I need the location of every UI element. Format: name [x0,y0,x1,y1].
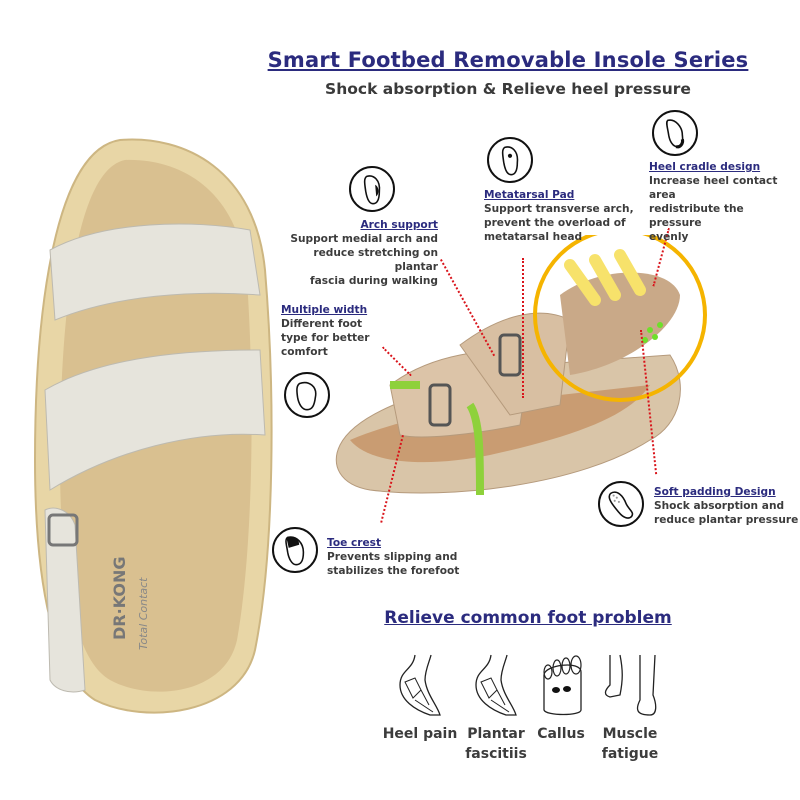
feature-title: Toe crest [327,537,382,549]
feature-desc: Support medial arch and reduce stretchin… [290,233,438,287]
feature-arch-support: Arch support Support medial arch and red… [270,218,438,288]
feature-title: Soft padding Design [654,486,776,498]
legs-icon [604,654,657,716]
problem-label: Heel pain [382,726,458,742]
feature-desc: Support transverse arch, prevent the ove… [484,203,634,243]
page-title: Smart Footbed Removable Insole Series [267,48,749,72]
feature-soft-padding: Soft padding Design Shock absorption and… [654,485,800,527]
feature-title: Heel cradle design [649,161,761,173]
toe-foot-icon [272,527,318,573]
metatarsal-leader-line [522,258,524,398]
callus-foot-icon [543,655,582,716]
problem-muscle-fatigue: Muscle fatigue [590,650,670,764]
brand-logo: DR·KONG [110,557,129,640]
feature-title: Multiple width [281,304,368,316]
svg-text:Total Contact: Total Contact [137,577,150,650]
feature-desc: Increase heel contact area redistribute … [649,175,778,243]
problem-label: Muscle fatigue [601,726,659,762]
heel-foot-icon [652,110,698,156]
feature-toe-crest: Toe crest Prevents slipping and stabiliz… [327,536,467,578]
feature-metatarsal-pad: Metatarsal Pad Support transverse arch, … [484,188,634,244]
problem-plantar-fasciitis: Plantar fascitiis [456,650,536,764]
problems-title: Relieve common foot problem [384,608,672,628]
problem-label: Plantar fascitiis [465,726,527,762]
feature-heel-cradle: Heel cradle design Increase heel contact… [649,160,799,244]
sandal-top-view-image: DR·KONG Total Contact [33,138,273,714]
arch-foot-icon [349,166,395,212]
wide-foot-icon [284,372,330,418]
metatarsal-foot-icon [487,137,533,183]
sandal-side-view-image [335,235,707,496]
feature-title: Metatarsal Pad [484,189,575,201]
feature-desc: Different foot type for better comfort [281,318,370,358]
heel-bones-icon [399,654,441,716]
problem-callus: Callus [521,650,601,744]
feature-title: Arch support [360,219,438,231]
problem-label: Callus [537,726,585,742]
page-subtitle: Shock absorption & Relieve heel pressure [325,80,691,98]
plantar-bones-icon [475,654,517,716]
feature-multiple-width: Multiple width Different foot type for b… [281,303,381,359]
problem-heel-pain: Heel pain [380,650,460,744]
feature-desc: Prevents slipping and stabilizes the for… [327,551,460,577]
feature-desc: Shock absorption and reduce plantar pres… [654,500,799,526]
insole-icon [598,481,644,527]
